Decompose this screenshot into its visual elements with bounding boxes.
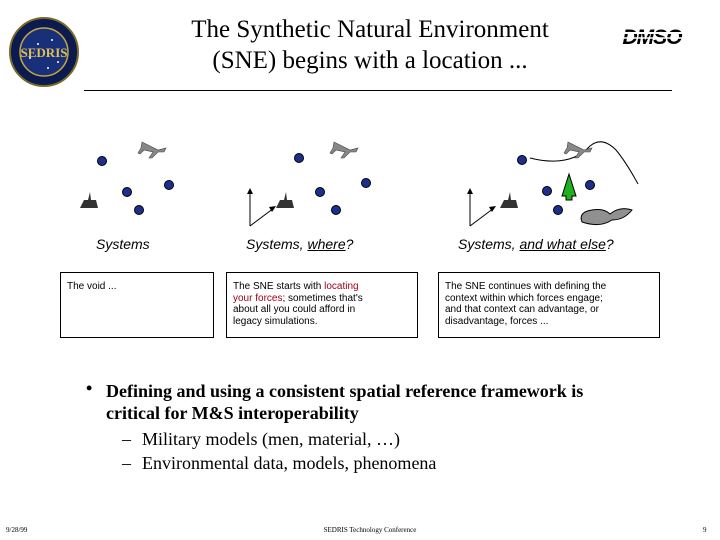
description-line: The SNE continues with defining the <box>445 281 607 292</box>
description-line: The void ... <box>67 281 117 292</box>
footer-date: 9/28/99 <box>6 526 28 534</box>
page-title: The Synthetic Natural Environment (SNE) … <box>140 14 600 76</box>
axis-arrows-icon <box>247 188 276 227</box>
dash-marker: – <box>122 429 131 449</box>
axis-arrows-icon <box>467 188 496 227</box>
panel-2-caption: Systems, where? <box>246 236 353 252</box>
unit-dot <box>134 205 144 215</box>
caption-text: Systems, <box>246 236 308 252</box>
aircraft-icon <box>137 141 167 159</box>
unit-dot <box>517 155 527 165</box>
sedris-logo: SEDRIS <box>8 16 80 88</box>
ground-vehicle-icon <box>276 192 294 208</box>
title-divider <box>84 90 672 91</box>
bullet-marker: • <box>86 378 93 398</box>
unit-dot <box>294 153 304 163</box>
description-line: context within which forces engage; <box>445 292 603 304</box>
caption-underlined: where <box>307 236 346 252</box>
ground-vehicle-icon <box>500 192 518 208</box>
unit-dot <box>585 180 595 190</box>
caption-suffix: ? <box>345 236 354 252</box>
unit-dot <box>164 180 174 190</box>
unit-dot <box>97 156 107 166</box>
unit-dot <box>331 205 341 215</box>
title-line-2: (SNE) begins with a location ... <box>212 47 528 74</box>
panel-1-caption: Systems <box>96 236 150 252</box>
aircraft-icon <box>563 141 593 159</box>
caption-text: Systems, <box>458 236 520 252</box>
description-line: about all you could afford in <box>233 304 356 315</box>
panel-2-description: The SNE starts with locating your forces… <box>226 272 418 338</box>
aircraft-icon <box>329 141 359 159</box>
sub-bullet-text: Environmental data, models, phenomena <box>142 453 437 473</box>
unit-dot <box>553 205 563 215</box>
highlight-text: your forces <box>233 292 283 304</box>
sub-bullet: –Military models (men, material, …) <box>122 428 400 450</box>
title-line-1: The Synthetic Natural Environment <box>191 16 549 43</box>
footer-conference: SEDRIS Technology Conference <box>323 526 417 534</box>
unit-dot <box>542 186 552 196</box>
description-line: disadvantage, forces ... <box>445 315 549 327</box>
unit-dot <box>122 187 132 197</box>
terrain-ridge-line <box>529 141 639 185</box>
description-line: your forces; sometimes that's <box>233 292 363 304</box>
panel-2-illustration <box>247 141 371 227</box>
dash-marker: – <box>122 453 131 473</box>
caption-suffix: ? <box>605 236 614 252</box>
highlight-text: locating <box>324 281 359 292</box>
panel-3-caption: Systems, and what else? <box>458 236 614 252</box>
dmso-logo: DMSO <box>604 22 700 50</box>
unit-dot <box>361 178 371 188</box>
ground-vehicle-icon <box>80 192 98 208</box>
caption-underlined: and what else <box>519 236 606 252</box>
description-line: legacy simulations. <box>233 315 318 327</box>
panel-3-illustration <box>467 141 639 227</box>
footer-page-number: 9 <box>703 526 707 534</box>
bullet-text: Defining and using a consistent spatial … <box>106 380 686 424</box>
panel-1-illustration <box>80 141 174 215</box>
sedris-logo-text: SEDRIS <box>21 45 68 60</box>
tree-icon <box>561 172 577 201</box>
bullet-line-2: critical for M&S interoperability <box>106 403 359 423</box>
bullet-line-1: Defining and using a consistent spatial … <box>106 381 584 401</box>
panel-3-description: The SNE continues with defining the cont… <box>438 272 660 338</box>
sub-bullet-text: Military models (men, material, …) <box>142 429 400 449</box>
description-line: The SNE starts with locating <box>233 281 359 292</box>
panel-1-description: The void ... <box>60 272 214 338</box>
unit-dot <box>315 187 325 197</box>
description-line: and that context can advantage, or <box>445 304 599 315</box>
lake-icon <box>580 208 633 226</box>
sub-bullet: –Environmental data, models, phenomena <box>122 452 436 474</box>
